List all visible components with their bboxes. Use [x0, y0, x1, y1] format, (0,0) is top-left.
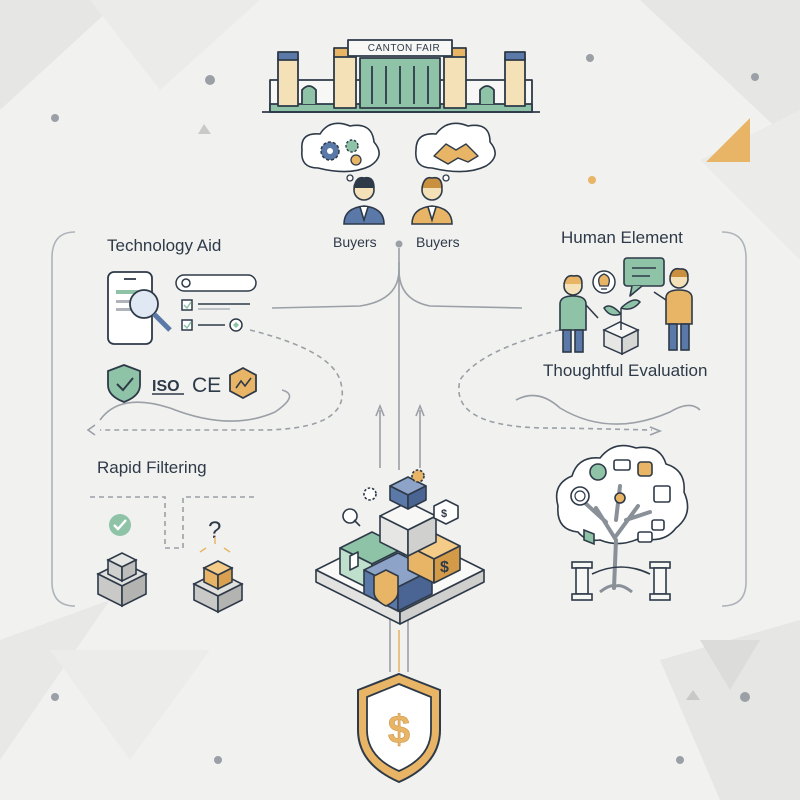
badge-dollar-icon: $	[441, 508, 447, 520]
phone-magnifier-icon	[107, 271, 172, 345]
ce-mark-icon: CE	[192, 374, 221, 397]
canton-fair-sign: CANTON FAIR	[367, 43, 441, 54]
buyer-avatar-icon	[411, 176, 453, 225]
buyer-avatar-icon	[343, 176, 385, 225]
iso-mark-icon: ISO	[152, 378, 180, 395]
people-discussion-icon	[559, 267, 693, 353]
thoughtful-evaluation-title: Thoughtful Evaluation	[543, 361, 708, 380]
cube-stack-icon	[315, 469, 485, 625]
columns-icon	[571, 561, 671, 601]
speech-bubble-icon	[623, 257, 665, 297]
shield-dollar-symbol: $	[388, 708, 410, 752]
tree-icon	[555, 444, 689, 594]
cube-dollar-icon: $	[440, 559, 449, 576]
lightbulb-icon	[592, 270, 616, 294]
buyers-label-left: Buyers	[333, 234, 377, 250]
box-question-icon: ?	[192, 517, 244, 614]
flow-connectors	[86, 248, 701, 672]
dollar-shield-icon	[357, 672, 441, 784]
side-brackets	[51, 231, 747, 607]
canton-fair-building-icon	[262, 39, 540, 113]
buyers-label-right: Buyers	[416, 234, 460, 250]
quality-badge-icon	[229, 366, 257, 400]
shield-check-icon	[107, 364, 141, 403]
box-check-icon	[96, 514, 148, 608]
sprout-icon	[602, 299, 642, 356]
technology-aid-title: Technology Aid	[107, 236, 222, 255]
svg-text:?: ?	[208, 517, 221, 544]
checklist-icon	[175, 274, 257, 332]
human-element-title: Human Element	[561, 228, 683, 247]
rapid-filtering-title: Rapid Filtering	[97, 458, 207, 477]
gears-thought-icon	[301, 122, 380, 189]
